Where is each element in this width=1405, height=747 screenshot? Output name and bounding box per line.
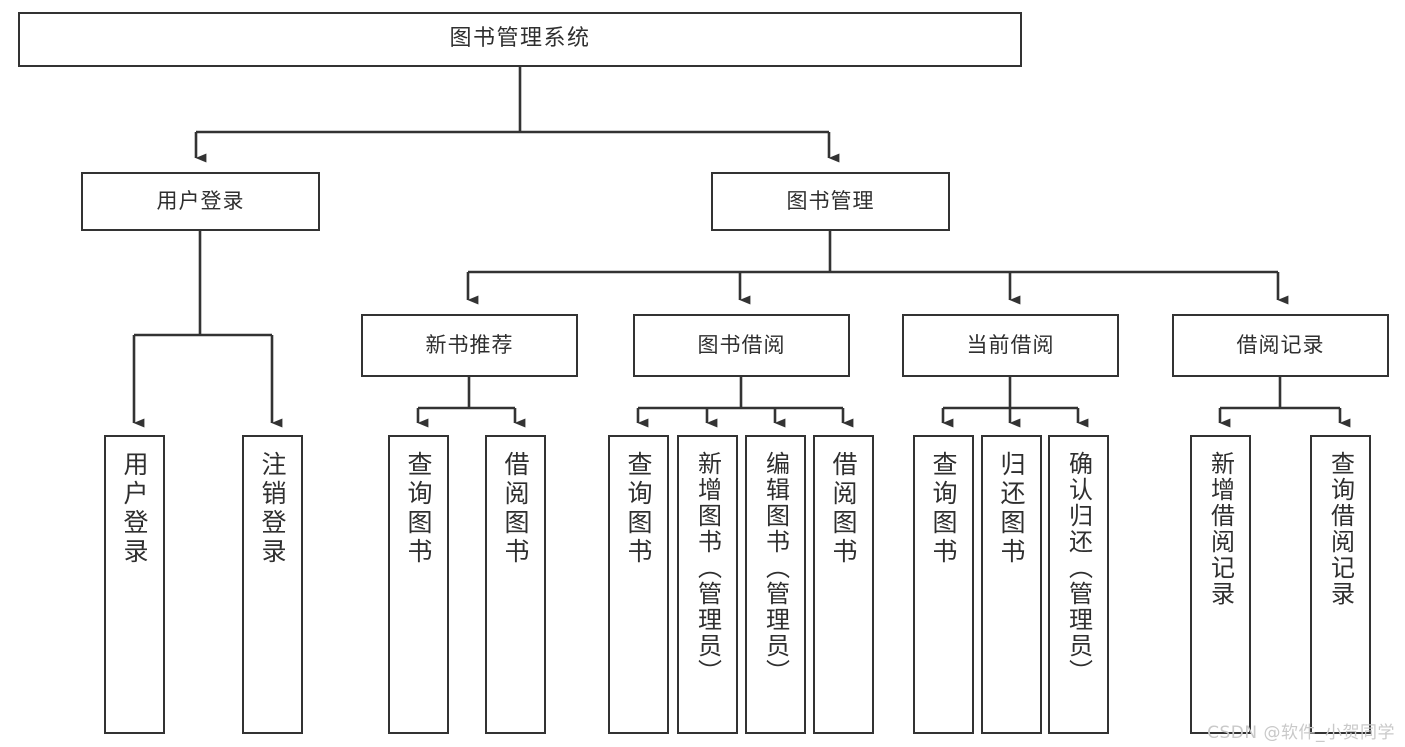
node-label: 查询图书 xyxy=(929,451,958,567)
node-label: 确认归还（管理员） xyxy=(1064,451,1093,685)
node-label: 用户登录 xyxy=(120,451,149,567)
leaf-borrow-book-recommend[interactable]: 借阅图书 xyxy=(485,435,546,734)
node-label: 借阅记录 xyxy=(1236,332,1325,357)
leaf-return-book[interactable]: 归还图书 xyxy=(981,435,1042,734)
node-label: 查询借阅记录 xyxy=(1326,451,1355,607)
node-label: 新增图书（管理员） xyxy=(693,451,722,685)
node-label: 注销登录 xyxy=(258,451,287,567)
node-label: 查询图书 xyxy=(624,451,653,567)
node-label: 当前借阅 xyxy=(966,332,1055,357)
node-new-book-recommend[interactable]: 新书推荐 xyxy=(361,314,578,377)
node-user-login[interactable]: 用户登录 xyxy=(81,172,320,231)
leaf-confirm-return-admin[interactable]: 确认归还（管理员） xyxy=(1048,435,1109,734)
node-current-borrow[interactable]: 当前借阅 xyxy=(902,314,1119,377)
leaf-query-book-borrow[interactable]: 查询图书 xyxy=(608,435,669,734)
leaf-add-borrow-record[interactable]: 新增借阅记录 xyxy=(1190,435,1251,734)
leaf-query-book-recommend[interactable]: 查询图书 xyxy=(388,435,449,734)
node-root-system[interactable]: 图书管理系统 xyxy=(18,12,1022,67)
csdn-watermark: CSDN @软件_小贺同学 xyxy=(1207,723,1395,743)
node-label: 图书管理系统 xyxy=(449,26,591,52)
node-label: 编辑图书（管理员） xyxy=(761,451,790,685)
node-label: 新增借阅记录 xyxy=(1206,451,1235,607)
node-label: 新书推荐 xyxy=(425,332,514,357)
node-borrow-record[interactable]: 借阅记录 xyxy=(1172,314,1389,377)
node-label: 用户登录 xyxy=(156,188,245,213)
node-label: 借阅图书 xyxy=(501,451,530,567)
node-label: 归还图书 xyxy=(997,451,1026,567)
leaf-add-book-admin[interactable]: 新增图书（管理员） xyxy=(677,435,738,734)
node-label: 图书管理 xyxy=(786,188,875,213)
leaf-query-borrow-record[interactable]: 查询借阅记录 xyxy=(1310,435,1371,734)
leaf-edit-book-admin[interactable]: 编辑图书（管理员） xyxy=(745,435,806,734)
node-book-borrow[interactable]: 图书借阅 xyxy=(633,314,850,377)
node-label: 查询图书 xyxy=(404,451,433,567)
leaf-query-book-current[interactable]: 查询图书 xyxy=(913,435,974,734)
node-label: 图书借阅 xyxy=(697,332,786,357)
node-label: 借阅图书 xyxy=(829,451,858,567)
leaf-borrow-book[interactable]: 借阅图书 xyxy=(813,435,874,734)
leaf-user-login[interactable]: 用户登录 xyxy=(104,435,165,734)
node-book-management[interactable]: 图书管理 xyxy=(711,172,950,231)
leaf-logout[interactable]: 注销登录 xyxy=(242,435,303,734)
